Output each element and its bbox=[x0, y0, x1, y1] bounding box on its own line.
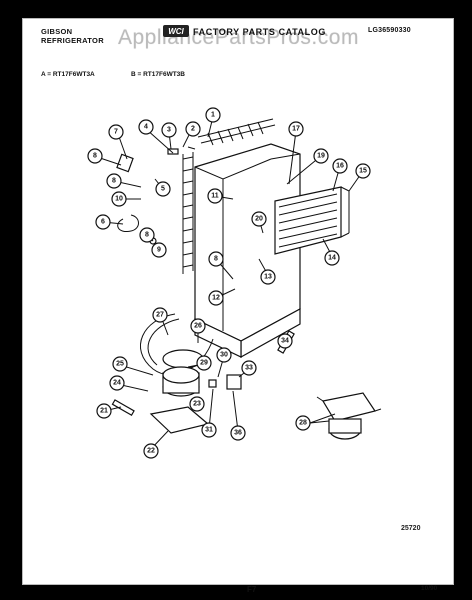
callout-8c: 8 bbox=[139, 227, 155, 243]
callout-10: 10 bbox=[111, 191, 127, 207]
parts-sheet: AppliancePartsPros.com GIBSON REFRIGERAT… bbox=[22, 18, 454, 594]
callout-14: 13 bbox=[260, 269, 276, 285]
condenser-coil bbox=[182, 118, 276, 274]
svg-text:16: 16 bbox=[336, 163, 344, 170]
evaporator bbox=[274, 186, 350, 255]
callout-1: 1 bbox=[205, 107, 221, 123]
svg-text:1: 1 bbox=[211, 112, 215, 119]
svg-text:8: 8 bbox=[145, 232, 149, 239]
callout-31: 30 bbox=[216, 347, 232, 363]
svg-text:8: 8 bbox=[112, 178, 116, 185]
callout-26: 25 bbox=[112, 356, 128, 372]
clip bbox=[167, 148, 179, 155]
svg-text:26: 26 bbox=[194, 323, 202, 330]
callout-32: 31 bbox=[201, 422, 217, 438]
svg-text:22: 22 bbox=[147, 448, 155, 455]
callout-28: 27 bbox=[152, 307, 168, 323]
callout-23: 22 bbox=[143, 443, 159, 459]
svg-text:3: 3 bbox=[167, 127, 171, 134]
svg-text:2: 2 bbox=[191, 126, 195, 133]
svg-text:21: 21 bbox=[100, 408, 108, 415]
svg-text:24: 24 bbox=[113, 380, 121, 387]
svg-text:10: 10 bbox=[115, 196, 123, 203]
page-number: F7 bbox=[247, 585, 257, 594]
svg-text:12: 12 bbox=[212, 295, 220, 302]
revision-date: 10/90 bbox=[421, 585, 438, 592]
callout-36: 36 bbox=[230, 425, 246, 441]
callout-16: 15 bbox=[355, 163, 371, 179]
svg-text:20: 20 bbox=[255, 216, 263, 223]
svg-text:34: 34 bbox=[281, 338, 289, 345]
svg-text:8: 8 bbox=[214, 256, 218, 263]
svg-text:19: 19 bbox=[317, 153, 325, 160]
cord bbox=[111, 399, 135, 417]
brand-line-1: GIBSON bbox=[41, 27, 73, 36]
svg-text:5: 5 bbox=[161, 186, 165, 193]
compressor bbox=[149, 349, 210, 434]
svg-text:30: 30 bbox=[220, 352, 228, 359]
svg-text:31: 31 bbox=[205, 427, 213, 434]
svg-text:11: 11 bbox=[211, 193, 219, 200]
callout-35: 34 bbox=[277, 333, 293, 349]
svg-text:4: 4 bbox=[144, 124, 148, 131]
callout-6: 6 bbox=[95, 214, 111, 230]
exploded-parts-diagram: 1 2 3 4 5 6 7 8 8 9 10 11 8 8 12 13 14 1… bbox=[87, 107, 382, 459]
callout-17: 16 bbox=[332, 158, 348, 174]
power-cord bbox=[117, 214, 139, 233]
callout-34: 33 bbox=[241, 360, 257, 376]
reference-number: 25720 bbox=[401, 525, 421, 532]
catalog-number: LG36590330 bbox=[368, 27, 411, 34]
callout-19: 17 bbox=[288, 121, 304, 137]
model-a-label: A = RT17F6WT3A bbox=[41, 71, 95, 78]
svg-text:28: 28 bbox=[299, 420, 307, 427]
svg-text:33: 33 bbox=[245, 365, 253, 372]
callout-20: 19 bbox=[313, 148, 329, 164]
callout-7: 7 bbox=[108, 124, 124, 140]
callout-12: 11 bbox=[207, 188, 223, 204]
svg-text:13: 13 bbox=[264, 274, 272, 281]
callout-29: 28 bbox=[295, 415, 311, 431]
callout-27: 26 bbox=[190, 318, 206, 334]
callout-8b: 8 bbox=[106, 173, 122, 189]
svg-text:14: 14 bbox=[328, 255, 336, 262]
callout-8d: 8 bbox=[208, 251, 224, 267]
callout-8a: 8 bbox=[87, 148, 103, 164]
callout-22: 21 bbox=[96, 403, 112, 419]
svg-text:6: 6 bbox=[101, 219, 105, 226]
relay bbox=[226, 374, 242, 390]
condenser-fan-motor bbox=[316, 392, 382, 440]
brand-line-2: REFRIGERATOR bbox=[41, 36, 104, 45]
callout-5: 5 bbox=[155, 181, 171, 197]
svg-text:36: 36 bbox=[234, 430, 242, 437]
callout-30: 29 bbox=[196, 355, 212, 371]
svg-text:29: 29 bbox=[200, 360, 208, 367]
catalog-title: FACTORY PARTS CATALOG bbox=[193, 27, 326, 37]
bracket bbox=[116, 153, 134, 173]
svg-text:25: 25 bbox=[116, 361, 124, 368]
callout-24: 23 bbox=[189, 396, 205, 412]
svg-text:17: 17 bbox=[292, 126, 300, 133]
callout-3: 3 bbox=[161, 122, 177, 138]
callout-15: 14 bbox=[324, 250, 340, 266]
wci-logo: WCI bbox=[163, 25, 189, 37]
svg-text:27: 27 bbox=[156, 312, 164, 319]
callout-25: 24 bbox=[109, 375, 125, 391]
svg-text:8: 8 bbox=[93, 153, 97, 160]
svg-text:9: 9 bbox=[157, 247, 161, 254]
overload bbox=[208, 379, 217, 388]
svg-text:15: 15 bbox=[359, 168, 367, 175]
callout-4: 4 bbox=[138, 119, 154, 135]
callout-21: 20 bbox=[251, 211, 267, 227]
callout-13: 12 bbox=[208, 290, 224, 306]
svg-text:7: 7 bbox=[114, 129, 118, 136]
model-b-label: B = RT17F6WT3B bbox=[131, 71, 185, 78]
svg-text:23: 23 bbox=[193, 401, 201, 408]
callout-2: 2 bbox=[185, 121, 201, 137]
callout-9: 9 bbox=[151, 242, 167, 258]
